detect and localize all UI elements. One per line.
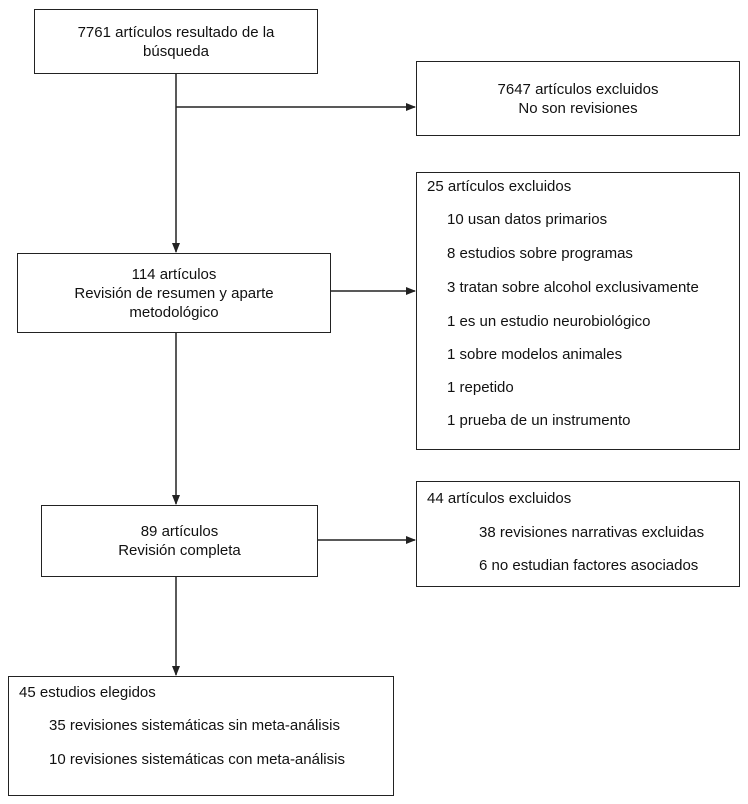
excluded-25-item: 1 sobre modelos animales: [447, 346, 623, 363]
search-line-2: búsqueda: [143, 42, 209, 60]
abstract-line-3: metodológico: [129, 303, 219, 321]
excluded-44-heading: 44 artículos excluidos: [427, 490, 572, 507]
selected-heading: 45 estudios elegidos: [19, 684, 156, 701]
full-line-2: Revisión completa: [118, 542, 241, 559]
excluded-1-line-1: 7647 artículos excluidos: [497, 80, 659, 98]
excluded-25-box: 25 artículos excluidos 10 usan datos pri…: [416, 172, 740, 450]
search-line-1: 7761 artículos resultado de la: [77, 23, 275, 41]
selected-item: 35 revisiones sistemáticas sin meta-anál…: [49, 717, 340, 734]
excluded-44-item: 6 no estudian factores asociados: [479, 557, 699, 574]
excluded-non-reviews-box: 7647 artículos excluidos No son revision…: [416, 61, 740, 136]
abstract-review-box: 114 artículos Revisión de resumen y apar…: [17, 253, 331, 333]
abstract-line-1: 114 artículos: [131, 265, 217, 283]
excluded-25-item: 10 usan datos primarios: [447, 211, 608, 228]
abstract-line-2: Revisión de resumen y aparte: [74, 284, 274, 302]
excluded-44-box: 44 artículos excluidos 38 revisiones nar…: [416, 481, 740, 587]
selected-studies-box: 45 estudios elegidos 35 revisiones siste…: [8, 676, 394, 796]
excluded-25-item: 1 es un estudio neurobiológico: [447, 313, 651, 330]
excluded-25-item: 1 repetido: [447, 379, 514, 396]
full-line-1: 89 artículos: [140, 523, 219, 540]
full-review-box: 89 artículos Revisión completa: [41, 505, 318, 577]
excluded-1-line-2: No son revisiones: [518, 99, 638, 117]
excluded-25-heading: 25 artículos excluidos: [427, 178, 572, 195]
selected-item: 10 revisiones sistemáticas con meta-anál…: [49, 751, 345, 768]
excluded-44-item: 38 revisiones narrativas excluidas: [479, 524, 705, 541]
excluded-25-item: 3 tratan sobre alcohol exclusivamente: [447, 279, 699, 296]
search-results-box: 7761 artículos resultado de la búsqueda: [34, 9, 318, 74]
excluded-25-item: 8 estudios sobre programas: [447, 245, 633, 262]
excluded-25-item: 1 prueba de un instrumento: [447, 412, 631, 429]
